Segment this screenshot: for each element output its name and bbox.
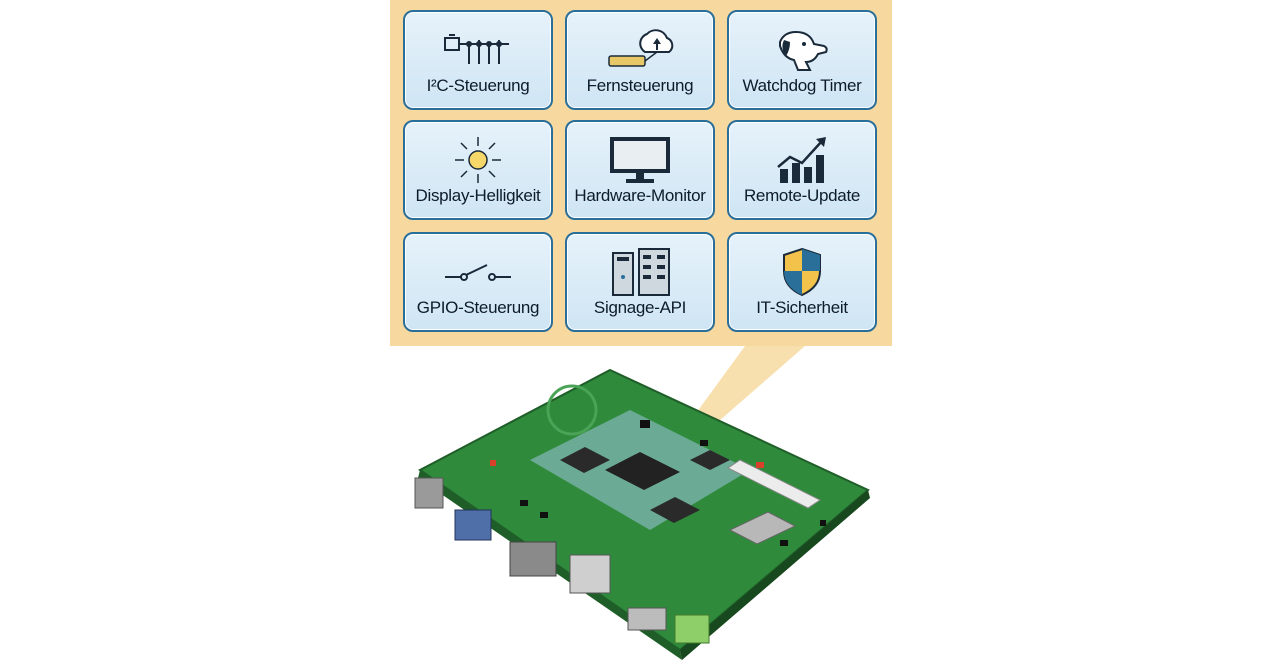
tile-hardware-monitor: Hardware-Monitor: [565, 120, 715, 220]
tile-label: Remote-Update: [743, 186, 861, 205]
tile-signage-api: Signage-API: [565, 232, 715, 332]
tile-watchdog: Watchdog Timer: [727, 10, 877, 110]
shield-icon: [783, 247, 821, 297]
tile-label: Watchdog Timer: [742, 76, 862, 95]
i2c-bus-icon: [444, 34, 509, 64]
tile-i2c: I²C-Steuerung: [403, 10, 553, 110]
tile-label: Display-Helligkeit: [415, 186, 541, 205]
monitor-icon: [610, 137, 670, 183]
chart-arrow-icon: [777, 137, 826, 183]
board-image: [414, 368, 870, 660]
switch-icon: [445, 264, 511, 281]
feature-panel: I²C-Steuerung Fernsteuerung Watchdog Tim…: [390, 0, 892, 346]
tile-label: Fernsteuerung: [586, 76, 694, 95]
tile-display-helligkeit: Display-Helligkeit: [403, 120, 553, 220]
cloud-remote-icon: [608, 29, 674, 67]
tile-label: Signage-API: [593, 298, 687, 317]
tile-label: I²C-Steuerung: [426, 76, 530, 95]
tile-remote-update: Remote-Update: [727, 120, 877, 220]
server-icon: [612, 248, 670, 296]
tile-gpio: GPIO-Steuerung: [403, 232, 553, 332]
tile-label: Hardware-Monitor: [574, 186, 706, 205]
sun-icon: [455, 137, 501, 183]
tile-label: GPIO-Steuerung: [416, 298, 540, 317]
tile-fernsteuerung: Fernsteuerung: [565, 10, 715, 110]
tile-label: IT-Sicherheit: [756, 298, 848, 317]
dog-icon: [779, 30, 828, 71]
tile-it-sicherheit: IT-Sicherheit: [727, 232, 877, 332]
